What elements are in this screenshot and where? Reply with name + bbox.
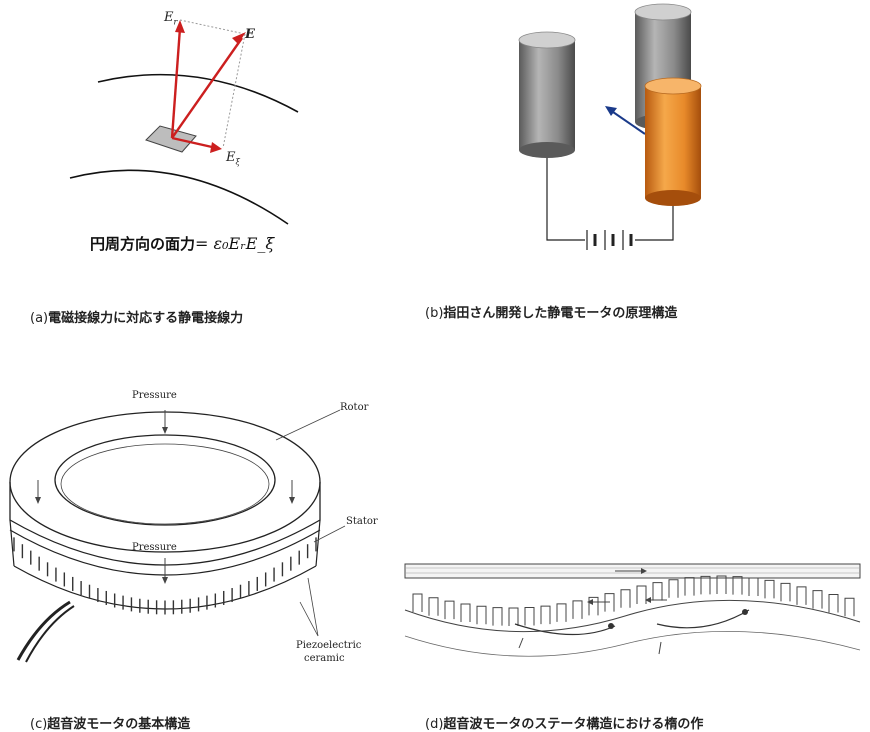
label-piezo-1: Piezoelectric bbox=[296, 640, 362, 651]
comb-tooth bbox=[604, 593, 615, 612]
label-pressure-mid: Pressure bbox=[132, 542, 177, 553]
panel-b-diagram bbox=[518, 3, 702, 250]
comb-tooth bbox=[844, 597, 855, 617]
contact-point-1 bbox=[608, 623, 614, 629]
comb-tooth bbox=[668, 579, 679, 598]
surface-patch bbox=[145, 125, 197, 153]
comb-tooth bbox=[700, 575, 711, 595]
vector-E bbox=[171, 37, 243, 139]
comb-tooth bbox=[492, 607, 503, 626]
caption-d: (d)超音波モータのステータ構造における楕の作 bbox=[425, 717, 704, 732]
leader-piezo-2 bbox=[307, 577, 319, 637]
rotor-top-inner bbox=[54, 434, 276, 526]
cylinder-orange bbox=[644, 77, 702, 206]
cylinder-left bbox=[518, 31, 576, 158]
caption-c: (c)超音波モータの基本構造 bbox=[30, 717, 191, 732]
comb-tooth bbox=[652, 582, 663, 601]
panel-a-diagram bbox=[69, 19, 299, 225]
panel-c-diagram bbox=[9, 409, 346, 663]
vector-E-head bbox=[232, 32, 246, 44]
motion-arrow bbox=[612, 111, 646, 135]
caption-a: (a)電磁接線力に対応する静電接線力 bbox=[30, 311, 244, 326]
comb-tooth bbox=[796, 586, 807, 605]
vector-Exi-head bbox=[210, 142, 222, 153]
comb-tooth bbox=[780, 582, 791, 602]
vector-Exi bbox=[171, 136, 213, 149]
stator-teeth bbox=[13, 537, 317, 615]
caption-b: (b)指田さん開発した静電モータの原理構造 bbox=[425, 306, 678, 321]
rotor-inner-rim bbox=[60, 443, 270, 525]
comb-tooth bbox=[540, 605, 551, 625]
comb-tooth bbox=[524, 606, 535, 626]
contact-point-2 bbox=[742, 609, 748, 615]
formula-label: 円周方向の面力 bbox=[90, 235, 196, 253]
formula: 円周方向の面力= ε₀EᵣE_ξ bbox=[90, 233, 274, 254]
leader-piezo-1 bbox=[299, 601, 319, 637]
comb-tooth bbox=[508, 607, 519, 626]
comb-tooth bbox=[828, 594, 839, 613]
cable bbox=[16, 600, 71, 661]
vector-Er bbox=[170, 27, 182, 139]
elliptic-path-1 bbox=[514, 623, 616, 636]
label-Er: Er bbox=[164, 10, 178, 27]
stator-wave-bottom bbox=[404, 630, 861, 657]
comb-tooth bbox=[556, 603, 567, 622]
outer-arc bbox=[97, 73, 299, 113]
circuit-wire-left bbox=[546, 158, 585, 241]
stator-wave-top bbox=[404, 599, 861, 633]
comb-tooth bbox=[428, 597, 439, 616]
comb-tooth bbox=[588, 596, 599, 616]
guide-line-1 bbox=[179, 19, 246, 35]
label-stator: Stator bbox=[346, 516, 378, 527]
label-pressure-top: Pressure bbox=[132, 390, 177, 401]
comb-tooth bbox=[812, 590, 823, 609]
inner-arc bbox=[69, 169, 289, 225]
comb-tooth bbox=[412, 593, 423, 612]
comb-tooth bbox=[684, 577, 695, 596]
comb-tooth bbox=[732, 576, 743, 595]
leader-rotor bbox=[275, 409, 341, 441]
comb-tooth bbox=[764, 579, 775, 599]
formula-math: = ε₀EᵣE_ξ bbox=[195, 234, 275, 253]
stator-comb bbox=[412, 575, 855, 626]
panel-d-diagram bbox=[404, 563, 861, 657]
label-rotor: Rotor bbox=[340, 402, 369, 413]
motion-arrow-head bbox=[605, 106, 617, 116]
label-piezo-2: ceramic bbox=[304, 653, 345, 664]
elliptic-path-2 bbox=[656, 609, 750, 629]
label-E: E bbox=[245, 27, 255, 42]
guide-line-2 bbox=[222, 33, 246, 149]
comb-tooth bbox=[572, 600, 583, 619]
comb-tooth bbox=[460, 603, 471, 623]
circuit-wire-right bbox=[635, 206, 674, 241]
comb-tooth bbox=[444, 600, 455, 620]
battery-icon bbox=[586, 230, 633, 250]
comb-tooth bbox=[620, 589, 631, 608]
vector-Er-head bbox=[175, 20, 185, 33]
comb-tooth bbox=[748, 577, 759, 597]
comb-tooth bbox=[476, 605, 487, 625]
leader-stator bbox=[313, 525, 346, 543]
comb-tooth bbox=[636, 585, 647, 605]
label-Exi: Eξ bbox=[226, 150, 240, 167]
comb-tooth bbox=[716, 575, 727, 595]
